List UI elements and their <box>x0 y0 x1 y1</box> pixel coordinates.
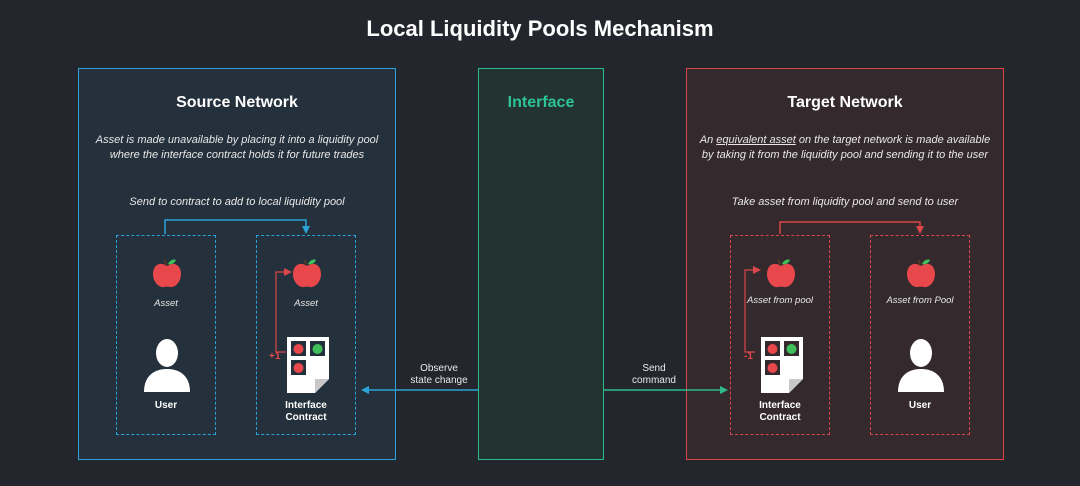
apple-icon <box>907 259 935 288</box>
target-delta-label: -1 <box>744 351 753 362</box>
target-network-panel: Target Network An equivalent asset on th… <box>686 68 1004 460</box>
source-contract-name: Interface Contract <box>257 400 355 424</box>
source-delta-label: +1 <box>269 351 281 362</box>
source-network-title: Source Network <box>176 94 298 111</box>
target-user-asset-label: Asset from Pool <box>886 295 954 306</box>
source-pool-arrow <box>275 268 292 353</box>
source-user-asset-label: Asset <box>154 298 178 309</box>
send-command-label: Send command <box>615 363 693 387</box>
source-network-panel: Source Network Asset is made unavailable… <box>78 68 396 460</box>
observe-label: Observe state change <box>398 363 480 387</box>
equivalent-asset-text: equivalent asset <box>716 134 796 146</box>
user-icon <box>898 339 944 392</box>
target-flow-arrow <box>779 221 924 234</box>
target-user-box: Asset from Pool User <box>870 235 970 435</box>
observe-label-line1: Observe <box>420 363 458 374</box>
source-user-box: Asset User <box>116 235 216 435</box>
contract-name-line2: Contract <box>759 412 801 423</box>
contract-name-line1: Interface <box>285 400 327 411</box>
target-flow-label: Take asset from liquidity pool and send … <box>731 196 959 208</box>
interface-panel: Interface <box>478 68 604 460</box>
source-user-name: User <box>154 400 178 411</box>
observe-label-line2: state change <box>410 375 468 386</box>
source-contract-box: Asset Interface Contract <box>256 235 356 435</box>
target-description-line2: by taking it from the liquidity pool and… <box>701 149 989 161</box>
target-description-line1: An equivalent asset on the target networ… <box>699 134 991 146</box>
target-contract-box: Asset from pool Interface Contract <box>730 235 830 435</box>
apple-icon <box>153 259 181 288</box>
apple-icon <box>293 259 321 288</box>
target-pool-arrow <box>744 266 761 353</box>
contract-pool-icon <box>761 337 803 393</box>
user-icon <box>144 339 190 392</box>
target-contract-name: Interface Contract <box>731 400 829 424</box>
source-contract-asset-label: Asset <box>294 298 318 309</box>
target-network-title: Target Network <box>787 94 903 111</box>
diagram-title: Local Liquidity Pools Mechanism <box>366 16 714 41</box>
source-flow-arrow <box>164 219 310 234</box>
contract-name-line1: Interface <box>759 400 801 411</box>
send-label-line2: command <box>632 375 676 386</box>
apple-icon <box>767 259 795 288</box>
source-network-description: Asset is made unavailable by placing it … <box>79 133 395 163</box>
interface-title: Interface <box>507 94 575 111</box>
source-flow-label: Send to contract to add to local liquidi… <box>129 196 345 208</box>
source-description-line2: where the interface contract holds it fo… <box>109 149 365 161</box>
target-contract-asset-label: Asset from pool <box>747 295 813 306</box>
target-user-name: User <box>908 400 932 411</box>
target-network-description: An equivalent asset on the target networ… <box>687 133 1003 163</box>
send-label-line1: Send <box>642 363 666 374</box>
contract-pool-icon <box>287 337 329 393</box>
source-description-line1: Asset is made unavailable by placing it … <box>95 134 379 146</box>
contract-name-line2: Contract <box>285 412 327 423</box>
